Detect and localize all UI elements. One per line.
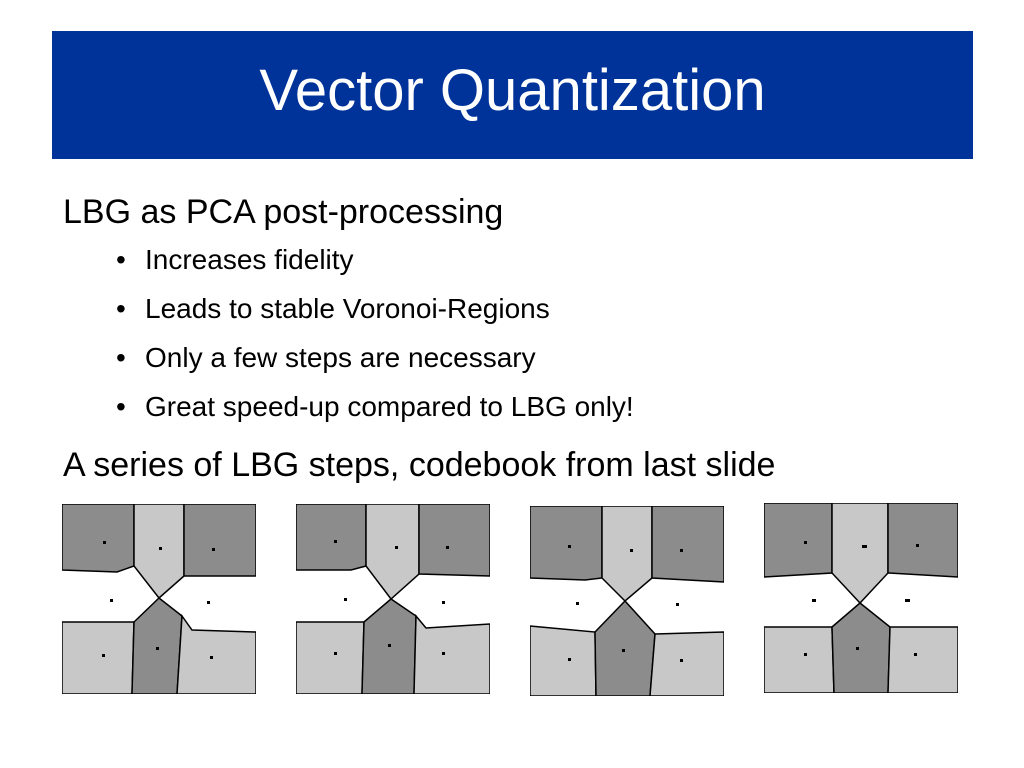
bullet-item: • Great speed-up compared to LBG only! (113, 393, 634, 442)
bullet-glyph: • (116, 342, 126, 373)
bullet-list: • Increases fidelity • Leads to stable Vor… (113, 246, 634, 442)
bullet-glyph: • (116, 293, 126, 324)
bullet-text: Increases fidelity (145, 244, 354, 275)
voronoi-step-1 (62, 504, 256, 694)
slide-title: Vector Quantization (259, 58, 766, 123)
bullet-text: Only a few steps are necessary (145, 342, 536, 373)
title-bar: Vector Quantization (52, 31, 973, 159)
heading-lbg-series: A series of LBG steps, codebook from las… (63, 446, 776, 484)
voronoi-step-4 (764, 503, 958, 693)
heading-lbg-pca: LBG as PCA post-processing (63, 193, 504, 231)
bullet-text: Leads to stable Voronoi-Regions (145, 293, 550, 324)
bullet-glyph: • (116, 391, 126, 422)
bullet-item: • Leads to stable Voronoi-Regions (113, 295, 634, 344)
voronoi-step-2 (296, 504, 490, 694)
bullet-item: • Only a few steps are necessary (113, 344, 634, 393)
bullet-text: Great speed-up compared to LBG only! (145, 391, 634, 422)
bullet-item: • Increases fidelity (113, 246, 634, 295)
voronoi-step-3 (530, 506, 724, 696)
bullet-glyph: • (116, 244, 126, 275)
